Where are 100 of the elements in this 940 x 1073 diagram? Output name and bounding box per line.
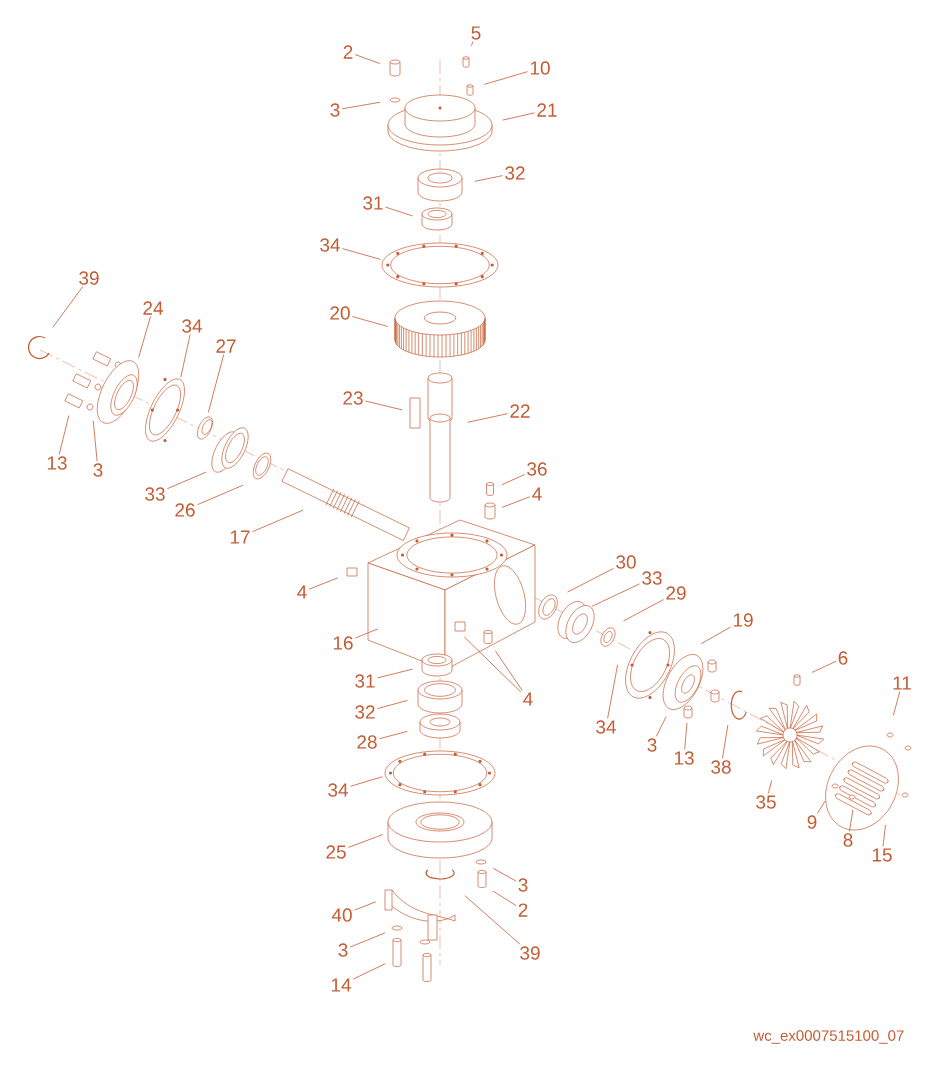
callout-number: 25 [326, 845, 346, 859]
callout-number: 13 [674, 751, 694, 765]
leader-line [350, 776, 383, 787]
leader-line [492, 890, 517, 906]
leader-line [607, 664, 618, 719]
leader-line [722, 724, 729, 759]
callout-number: 32 [505, 166, 525, 180]
leader-line [52, 286, 84, 328]
leader-line [353, 963, 386, 980]
callout-number: 27 [216, 339, 236, 353]
callout-number: 34 [182, 319, 202, 333]
leader-line [341, 101, 381, 110]
leader-line [655, 716, 667, 737]
leader-line [138, 316, 151, 358]
callout-number: 3 [518, 878, 528, 892]
callout-number: 38 [711, 760, 731, 774]
callout-number: 33 [642, 571, 662, 585]
callout-number: 4 [297, 585, 307, 599]
leader-line [464, 895, 521, 945]
callout-number: 36 [527, 462, 547, 476]
callout-number: 30 [616, 555, 636, 569]
leader-line [567, 568, 614, 593]
callout-number: 4 [523, 692, 533, 706]
leader-line [252, 509, 304, 533]
callout-number: 21 [537, 103, 557, 117]
callout-number: 3 [647, 738, 657, 752]
callout-number: 15 [872, 848, 892, 862]
callout-number: 20 [330, 306, 350, 320]
leader-line [467, 413, 508, 423]
drawing-number: wc_ex0007515100_07 [753, 1030, 904, 1044]
leader-line [591, 583, 640, 607]
callout-number: 9 [807, 815, 817, 829]
leader-line [355, 628, 379, 639]
callout-number: 2 [343, 45, 353, 59]
callout-number: 8 [843, 833, 853, 847]
leader-line [767, 780, 773, 794]
leader-line [502, 112, 535, 121]
callout-number: 28 [357, 735, 377, 749]
leader-line [700, 626, 731, 644]
leader-line [684, 722, 688, 750]
callout-number: 17 [230, 530, 250, 544]
callout-number: 35 [756, 795, 776, 809]
leader-line [471, 41, 474, 47]
callout-number: 19 [733, 613, 753, 627]
leader-line [365, 400, 403, 411]
callout-number: 26 [175, 503, 195, 517]
callout-number: 32 [355, 705, 375, 719]
leader-line [623, 599, 664, 622]
callout-number: 34 [596, 720, 616, 734]
leader-line [377, 668, 413, 679]
callout-number: 31 [363, 196, 383, 210]
leader-line [501, 496, 531, 508]
callout-number: 13 [47, 456, 67, 470]
callout-number: 2 [518, 903, 528, 917]
leader-line [474, 175, 503, 182]
leader-line [349, 932, 386, 948]
leader-line [816, 800, 826, 814]
leader-line [501, 474, 525, 486]
leader-line [849, 809, 854, 832]
callout-number: 34 [320, 238, 340, 252]
callout-number: 33 [145, 487, 165, 501]
callout-number: 4 [532, 487, 542, 501]
leader-line [463, 636, 522, 693]
leader-line [342, 248, 381, 260]
callout-number: 3 [330, 103, 340, 117]
leader-line [352, 316, 388, 327]
callout-number: 39 [79, 271, 99, 285]
callout-number: 34 [328, 783, 348, 797]
callout-number: 23 [343, 391, 363, 405]
leader-line [167, 471, 207, 490]
leader-line [308, 577, 339, 590]
leader-line [379, 730, 408, 740]
callout-number: 14 [331, 978, 351, 992]
callout-number: 3 [93, 463, 103, 477]
leader-line [354, 901, 377, 911]
callout-number: 16 [333, 636, 353, 650]
callout-number: 3 [338, 943, 348, 957]
leader-line [92, 420, 98, 462]
leader-line [385, 206, 414, 217]
leader-line [494, 650, 523, 691]
callout-number: 22 [510, 404, 530, 418]
leader-line [492, 867, 517, 882]
leader-line [207, 354, 225, 413]
leader-line [180, 334, 191, 378]
leader-line [882, 824, 886, 847]
callout-number: 29 [666, 586, 686, 600]
callout-number: 39 [520, 946, 540, 960]
leader-line [377, 700, 408, 709]
callout-number: 31 [355, 674, 375, 688]
callout-number: 5 [471, 26, 481, 40]
callout-number: 10 [530, 61, 550, 75]
leader-line [811, 660, 837, 673]
leader-line [348, 834, 384, 848]
leader-line [484, 71, 528, 85]
callout-number: 24 [143, 301, 163, 315]
callout-number: 6 [838, 651, 848, 665]
callout-number: 11 [893, 676, 911, 690]
leader-line [197, 484, 244, 506]
leader-line [354, 54, 381, 64]
callout-number: 40 [331, 908, 352, 922]
